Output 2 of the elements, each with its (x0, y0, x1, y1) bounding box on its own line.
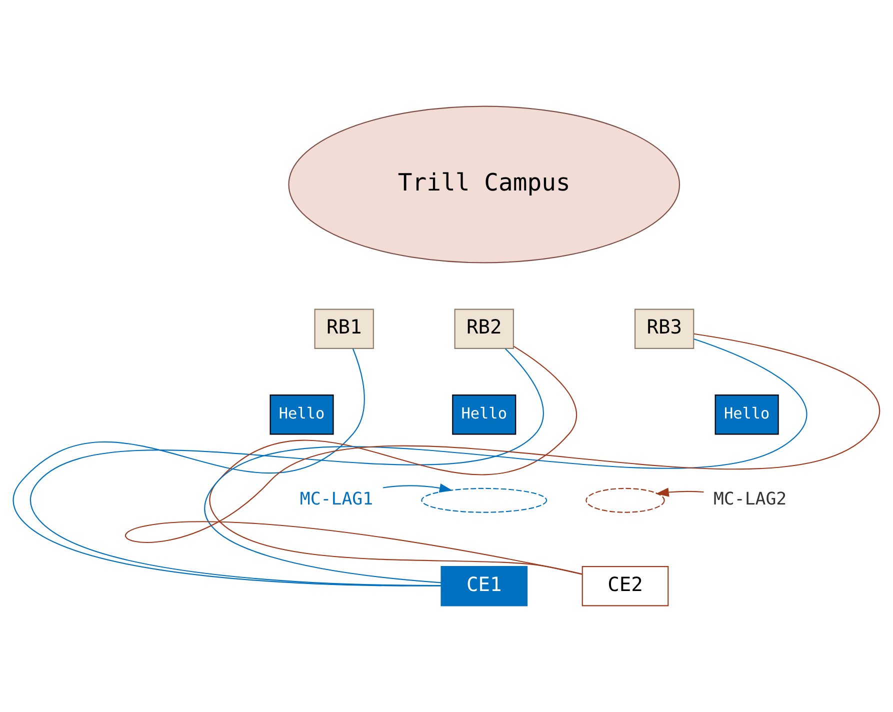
node-text: MC-LAG2 (713, 489, 787, 510)
node-text: MC-LAG1 (300, 489, 374, 510)
